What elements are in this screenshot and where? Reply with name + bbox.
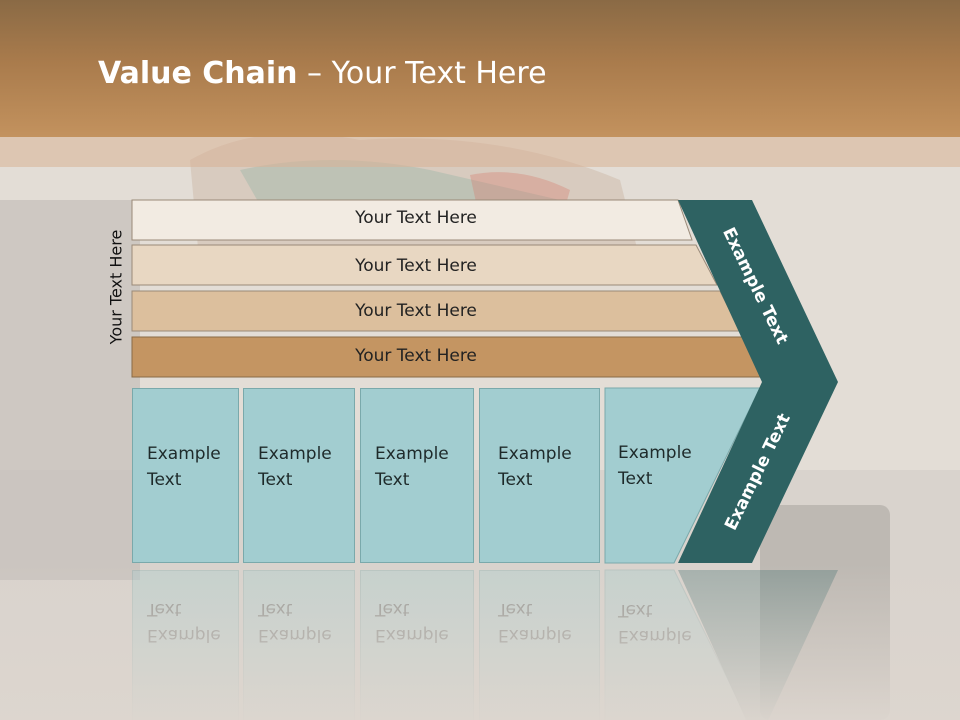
box-line-1: Example (375, 444, 449, 464)
box-line-2: Text (147, 470, 182, 490)
row-label-2: Your Text Here (355, 256, 477, 276)
box-line-1: Example (618, 443, 692, 463)
row-band-1 (131, 199, 693, 241)
row-label-3: Your Text Here (355, 301, 477, 321)
chevron-arrow (678, 200, 838, 563)
slide-title: Value Chain – Your Text Here (98, 56, 547, 91)
title-bold: Value Chain (98, 56, 298, 91)
header-band (0, 0, 960, 137)
header-strip (0, 137, 960, 167)
row-label-1: Your Text Here (355, 208, 477, 228)
box-line-2: Text (618, 469, 653, 489)
box-line-2: Text (258, 470, 293, 490)
box-line-1: Example (498, 444, 572, 464)
box-line-2: Text (375, 470, 410, 490)
box-line-2: Text (498, 470, 533, 490)
title-rest: – Your Text Here (297, 56, 547, 91)
row-label-4: Your Text Here (355, 346, 477, 366)
box-line-1: Example (147, 444, 221, 464)
row-band-2 (131, 244, 718, 286)
box-line-1: Example (258, 444, 332, 464)
reflection-fade (0, 565, 960, 720)
last-box-arrow (604, 387, 761, 564)
